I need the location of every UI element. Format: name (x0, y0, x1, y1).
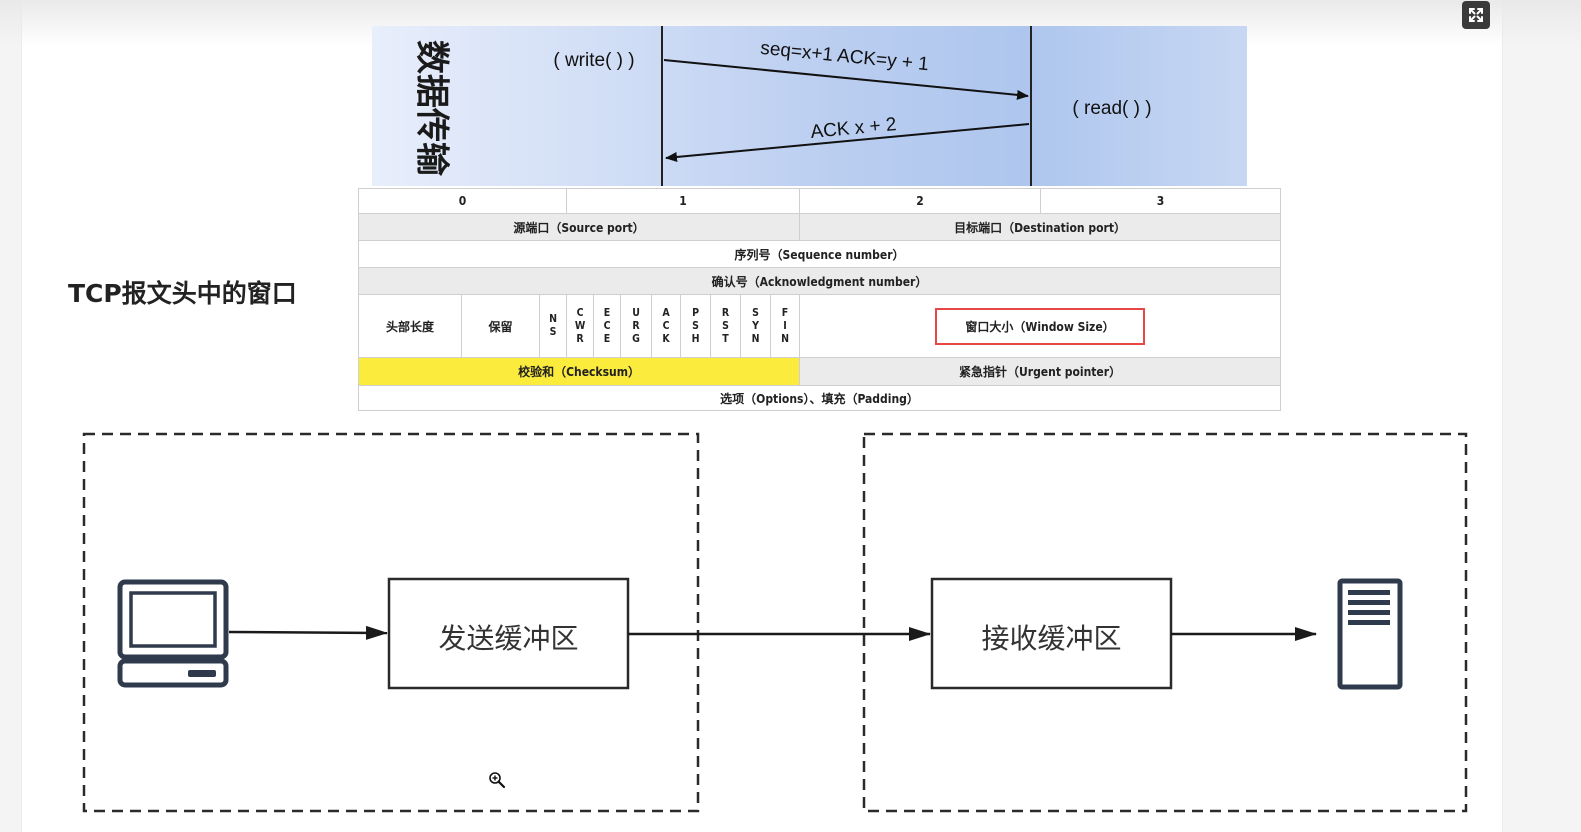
sequence-diagram: 数据传输 ( write( ) ) ( read( ) ) seq=x+1 AC… (412, 26, 1152, 186)
options-row: 选项（Options）、填充（Padding） (357, 385, 1282, 411)
data-transfer-sequence-panel: 数据传输 ( write( ) ) ( read( ) ) seq=x+1 AC… (372, 26, 1247, 186)
send-buffer-label: 发送缓冲区 (438, 622, 579, 655)
ack-number-row: 确认号（Acknowledgment number） (357, 267, 1282, 295)
receive-buffer-label: 接收缓冲区 (981, 622, 1122, 655)
checksum-row: 校验和（Checksum） 紧急指针（Urgent pointer） (357, 357, 1282, 386)
window-size-cell: 窗口大小（Window Size） (799, 294, 1282, 358)
source-port-cell: 源端口（Source port） (357, 213, 801, 241)
ports-row: 源端口（Source port） 目标端口（Destination port） (357, 213, 1282, 241)
urgent-pointer-cell: 紧急指针（Urgent pointer） (799, 357, 1282, 386)
byte-col-3: 3 (1040, 188, 1282, 214)
sequence-number-row: 序列号（Sequence number） (357, 240, 1282, 268)
backward-arrow (665, 123, 1030, 162)
forward-message-label: seq=x+1 ACK=y + 1 (759, 38, 929, 75)
phase-label: 数据传输 (412, 40, 452, 177)
destination-port-cell: 目标端口（Destination port） (799, 213, 1282, 241)
byte-offset-row: 0 1 2 3 (357, 188, 1282, 214)
forward-arrow (663, 59, 1029, 100)
sequence-number-cell: 序列号（Sequence number） (357, 240, 1282, 268)
write-call-label: ( write( ) ) (553, 50, 634, 71)
expand-icon (1469, 8, 1483, 22)
reserved-cell: 保留 (461, 294, 540, 358)
options-padding-cell: 选项（Options）、填充（Padding） (357, 385, 1282, 411)
header-length-cell: 头部长度 (358, 294, 462, 358)
read-call-label: ( read( ) ) (1072, 98, 1151, 119)
fullscreen-button[interactable] (1462, 1, 1490, 29)
window-size-highlight: 窗口大小（Window Size） (935, 307, 1145, 345)
checksum-cell: 校验和（Checksum） (357, 357, 801, 386)
zoom-in-cursor-icon (489, 772, 506, 789)
backward-message-label: ACK x + 2 (810, 114, 898, 143)
page-title: TCP报文头中的窗口 (68, 279, 297, 308)
byte-col-0: 0 (357, 188, 568, 214)
byte-col-1: 1 (566, 188, 801, 214)
byte-col-2: 2 (799, 188, 1042, 214)
ack-number-cell: 确认号（Acknowledgment number） (357, 267, 1282, 295)
tcp-header-table: 0 1 2 3 源端口（Source port） 目标端口（Destinatio… (357, 188, 1282, 411)
